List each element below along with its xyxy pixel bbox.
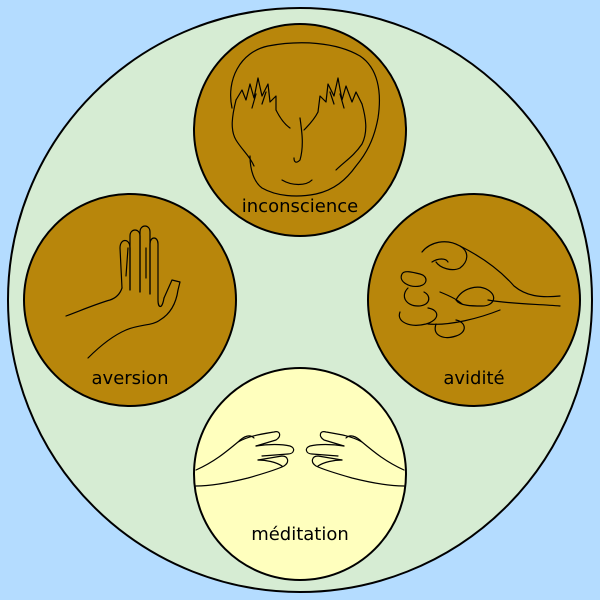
label-aversion: aversion	[92, 368, 169, 389]
circle-inconscience: inconscience	[193, 23, 407, 237]
label-avidite: avidité	[443, 368, 504, 389]
grasping-fingers-icon	[398, 241, 561, 339]
circle-aversion-disc	[23, 193, 237, 407]
open-hands-icon	[195, 431, 405, 487]
label-inconscience: inconscience	[242, 196, 358, 217]
circle-meditation: méditation	[193, 367, 407, 581]
circle-inconscience-disc	[193, 23, 407, 237]
circle-aversion: aversion	[23, 193, 237, 407]
raised-hand-stop-icon	[65, 225, 181, 359]
circle-meditation-disc	[193, 367, 407, 581]
circle-avidite: avidité	[367, 193, 581, 407]
label-meditation: méditation	[251, 524, 349, 545]
outer-circle	[7, 7, 593, 593]
hands-covering-eyes-icon	[230, 42, 381, 197]
circle-avidite-disc	[367, 193, 581, 407]
